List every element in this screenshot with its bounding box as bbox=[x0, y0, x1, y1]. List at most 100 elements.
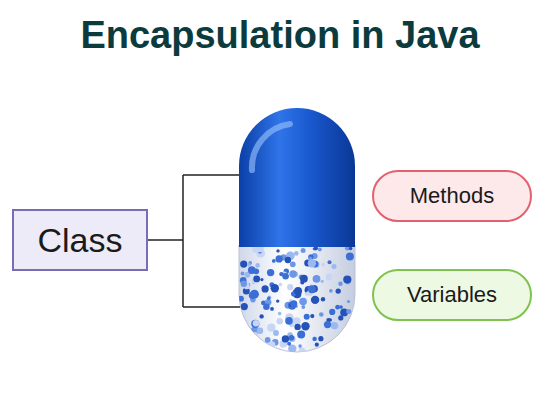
granule bbox=[299, 298, 307, 306]
methods-pill: Methods bbox=[372, 170, 532, 222]
granule bbox=[338, 282, 342, 286]
granule bbox=[241, 325, 250, 334]
class-box: Class bbox=[12, 209, 148, 271]
granule bbox=[289, 335, 295, 341]
granule bbox=[278, 312, 282, 316]
granule bbox=[308, 254, 313, 259]
granule bbox=[321, 280, 324, 283]
granule bbox=[332, 345, 337, 350]
granule bbox=[332, 264, 337, 269]
granule bbox=[262, 285, 269, 292]
granule bbox=[304, 314, 310, 320]
granule bbox=[329, 289, 333, 293]
node-label: Methods bbox=[410, 183, 494, 209]
granule bbox=[311, 296, 319, 304]
granule bbox=[347, 300, 350, 303]
granule bbox=[248, 338, 251, 341]
granule bbox=[267, 269, 274, 276]
granule bbox=[285, 317, 293, 325]
granule bbox=[313, 336, 317, 340]
granule bbox=[336, 288, 341, 293]
capsule-highlight bbox=[252, 124, 290, 170]
granule bbox=[259, 314, 263, 318]
node-label: Class bbox=[37, 221, 122, 260]
granule bbox=[273, 350, 276, 353]
granule bbox=[272, 259, 276, 263]
granule bbox=[249, 291, 257, 299]
granule bbox=[269, 346, 272, 349]
granule bbox=[349, 247, 353, 251]
granule bbox=[253, 320, 260, 327]
granule bbox=[287, 284, 293, 290]
granule bbox=[308, 259, 316, 267]
granule bbox=[343, 276, 351, 284]
granule bbox=[248, 266, 256, 274]
granule bbox=[294, 251, 299, 256]
granule bbox=[282, 273, 289, 280]
granule bbox=[287, 342, 291, 346]
granule bbox=[308, 285, 316, 293]
granule bbox=[289, 270, 297, 278]
granule bbox=[328, 260, 332, 264]
granule bbox=[241, 281, 247, 287]
granule bbox=[338, 344, 343, 349]
capsule-upper-half bbox=[239, 108, 355, 247]
granule bbox=[264, 344, 269, 349]
granule bbox=[279, 283, 282, 286]
granule bbox=[326, 274, 333, 281]
capsule-granules bbox=[238, 244, 354, 354]
granule bbox=[267, 297, 270, 300]
variables-pill: Variables bbox=[372, 269, 532, 321]
granule bbox=[301, 305, 305, 309]
granule bbox=[289, 335, 296, 342]
granule bbox=[318, 248, 322, 252]
granule bbox=[268, 296, 272, 300]
granule bbox=[247, 263, 251, 267]
granule bbox=[335, 305, 340, 310]
granule bbox=[315, 343, 319, 347]
granule bbox=[267, 324, 275, 332]
granule bbox=[346, 253, 354, 261]
granule bbox=[313, 275, 321, 283]
granule bbox=[269, 341, 276, 348]
granule bbox=[238, 346, 245, 353]
granule bbox=[347, 339, 351, 343]
granule bbox=[273, 330, 279, 336]
granule bbox=[328, 318, 332, 322]
granule bbox=[346, 309, 351, 314]
granule bbox=[321, 297, 325, 301]
granule bbox=[257, 328, 263, 334]
granule bbox=[299, 348, 306, 355]
granule bbox=[240, 261, 247, 268]
granule bbox=[257, 348, 263, 354]
granule bbox=[345, 327, 354, 336]
granule bbox=[298, 344, 302, 348]
granule bbox=[271, 284, 279, 292]
granule bbox=[300, 275, 308, 283]
granule bbox=[330, 347, 338, 355]
granule bbox=[324, 321, 331, 328]
granule bbox=[241, 303, 248, 310]
granule bbox=[251, 320, 259, 328]
granule bbox=[270, 307, 274, 311]
granule bbox=[276, 299, 279, 302]
granule bbox=[301, 248, 306, 253]
granule bbox=[276, 255, 283, 262]
granule bbox=[251, 332, 259, 340]
granule bbox=[276, 249, 279, 252]
granule bbox=[341, 334, 348, 341]
bracket-lines bbox=[148, 175, 240, 307]
granule bbox=[290, 261, 296, 267]
granule bbox=[294, 324, 300, 330]
diagram-title: Encapsulation in Java bbox=[0, 14, 560, 57]
granule bbox=[255, 263, 260, 268]
granule bbox=[277, 318, 283, 324]
granule bbox=[321, 263, 325, 267]
granule bbox=[285, 257, 291, 263]
granule bbox=[318, 336, 323, 341]
node-label: Variables bbox=[407, 282, 497, 308]
granule bbox=[241, 272, 245, 276]
granule bbox=[312, 337, 316, 341]
granule bbox=[310, 314, 314, 318]
granule bbox=[319, 312, 324, 317]
